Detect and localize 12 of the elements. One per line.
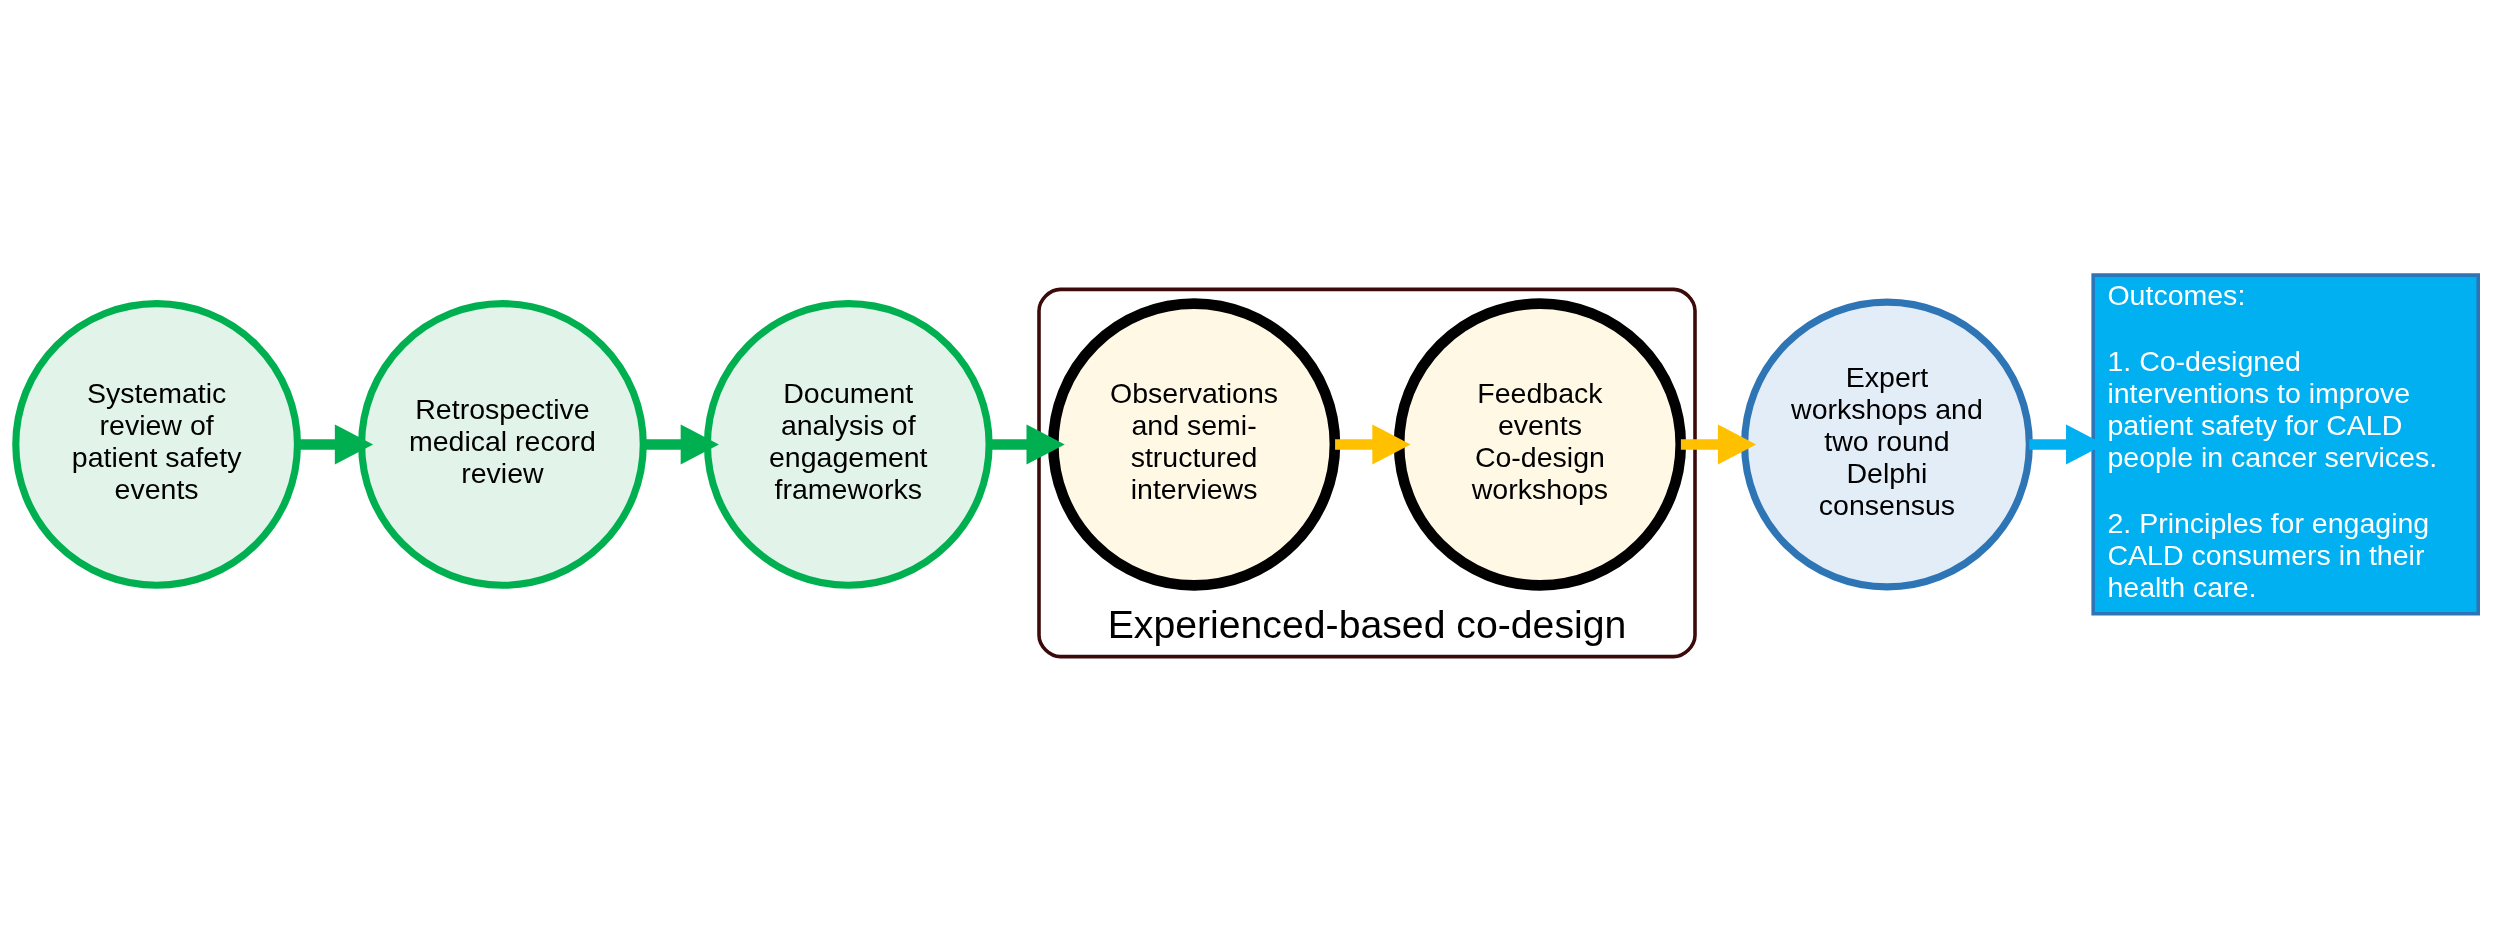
arrow bbox=[1335, 423, 1411, 465]
arrow bbox=[989, 423, 1065, 465]
node-circle: Systematic review of patient safety events bbox=[12, 299, 301, 589]
arrow bbox=[297, 423, 374, 465]
node-box: Outcomes: 1. Co-designed interventions to improve patient safety for CALD people in cancer services. 2. Principles for engaging CALD consumers in their health care. bbox=[2091, 272, 2480, 616]
node-circle: Expert workshops and two round Delphi consensus bbox=[1741, 298, 2033, 590]
node-circle: Document analysis of engagement frameworks bbox=[703, 299, 993, 589]
node-circle: Feedback events Co-design workshops bbox=[1393, 297, 1687, 591]
arrow bbox=[1680, 423, 1757, 465]
arrow bbox=[643, 423, 719, 465]
node-circle: Retrospective medical record review bbox=[358, 299, 647, 589]
node-circle: Observations and semi-structured interviews bbox=[1047, 297, 1341, 591]
